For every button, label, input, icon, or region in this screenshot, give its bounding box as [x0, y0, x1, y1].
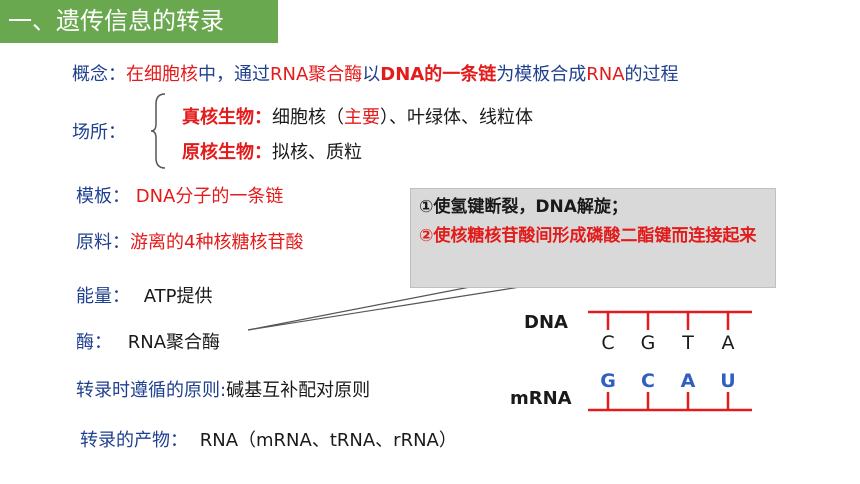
concept-part-5: DNA的一条链	[380, 64, 497, 85]
material-value: 游离的4种核糖核苷酸	[130, 232, 304, 253]
product-value: RNA（mRNA、tRNA、rRNA）	[199, 430, 457, 451]
enzyme-value: RNA聚合酶	[127, 332, 221, 353]
template-value: DNA分子的一条链	[135, 186, 284, 207]
concept-part-4: 以	[362, 64, 381, 85]
dna-strand-label: DNA	[524, 312, 568, 333]
mrna-base: U	[720, 370, 736, 392]
base-pairing-diagram	[588, 310, 752, 412]
energy-value: ATP提供	[143, 286, 213, 307]
enzyme-row: 酶： RNA聚合酶	[76, 328, 220, 354]
enzyme-label: 酶：	[76, 332, 112, 353]
prokaryote-value: 拟核、质粒	[272, 142, 362, 163]
concept-part-7: RNA	[586, 64, 625, 85]
dna-base: G	[640, 332, 656, 354]
enzyme-callout: ①使氢键断裂，DNA解旋； ②使核糖核苷酸间形成磷酸二酯键而连接起来	[410, 188, 776, 288]
dna-base: A	[721, 332, 735, 354]
callout-line-1: ①使氢键断裂，DNA解旋；	[419, 197, 628, 217]
dna-base: C	[601, 332, 615, 354]
mrna-base: G	[600, 370, 616, 392]
mrna-base: A	[680, 370, 696, 392]
callout-line-2: ②使核糖核苷酸间形成磷酸二酯键而连接起来	[419, 226, 757, 246]
concept-row: 概念：在细胞核中，通过RNA聚合酶以DNA的一条链为模板合成RNA的过程	[72, 60, 679, 86]
location-label: 场所：	[72, 122, 126, 143]
material-row: 原料：游离的4种核糖核苷酸	[76, 228, 303, 254]
energy-label: 能量：	[76, 286, 130, 307]
principle-row: 转录时遵循的原则:碱基互补配对原则	[76, 376, 370, 402]
principle-label: 转录时遵循的原则:	[76, 380, 227, 401]
template-row: 模板： DNA分子的一条链	[76, 182, 283, 208]
concept-part-3: RNA聚合酶	[270, 64, 363, 85]
concept-part-1: 在细胞核	[126, 64, 198, 85]
brace-icon	[150, 93, 166, 169]
eukaryote-label: 真核生物：	[182, 107, 272, 128]
eukaryote-a: 细胞核（	[272, 107, 344, 128]
prokaryote-row: 原核生物：拟核、质粒	[182, 138, 362, 164]
template-label: 模板：	[76, 186, 130, 207]
product-row: 转录的产物： RNA（mRNA、tRNA、rRNA）	[80, 426, 457, 452]
mrna-base: C	[641, 370, 655, 392]
energy-row: 能量： ATP提供	[76, 282, 213, 308]
concept-label: 概念：	[72, 64, 126, 85]
callout-text: ①使氢键断裂，DNA解旋； ②使核糖核苷酸间形成磷酸二酯键而连接起来	[411, 189, 775, 251]
concept-part-8: 的过程	[624, 64, 679, 85]
concept-part-2: 中，通过	[198, 64, 270, 85]
eukaryote-main: 主要	[344, 107, 380, 128]
product-label: 转录的产物：	[80, 430, 188, 451]
concept-part-6: 为模板合成	[496, 64, 587, 85]
section-title: 一、遗传信息的转录	[0, 0, 278, 43]
principle-value: 碱基互补配对原则	[226, 380, 371, 401]
dna-base: T	[682, 332, 694, 354]
eukaryote-c: ）、叶绿体、线粒体	[380, 107, 533, 128]
mrna-strand-label: mRNA	[510, 388, 572, 409]
prokaryote-label: 原核生物：	[182, 142, 272, 163]
eukaryote-row: 真核生物：细胞核（主要）、叶绿体、线粒体	[182, 103, 533, 129]
material-label: 原料：	[76, 232, 130, 253]
